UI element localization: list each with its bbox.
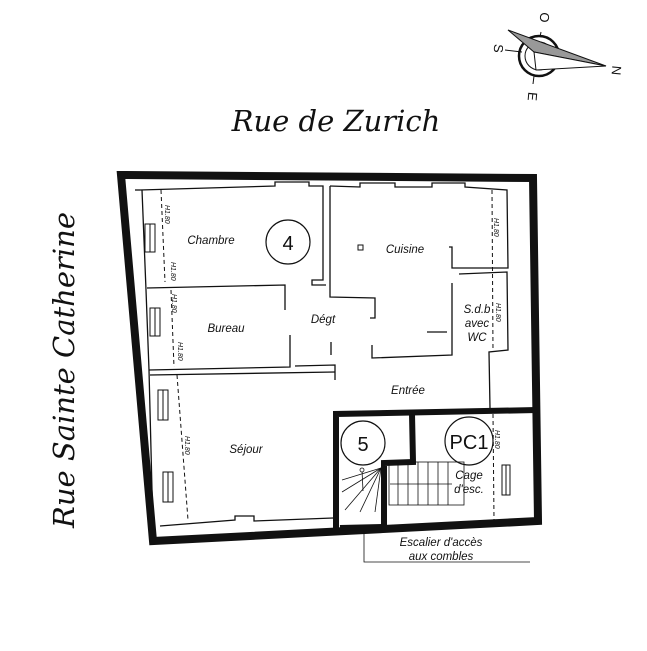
room-label-sdb: S.d.b [464, 304, 491, 316]
compass-east-label: E [525, 91, 541, 101]
duct-marker [357, 244, 364, 251]
stair-walls [333, 407, 538, 531]
height-mark: H1.80 [176, 342, 183, 361]
lot-number-main: 4 [282, 233, 293, 255]
room-label-cage: d'esc. [454, 484, 484, 496]
compass-west-label: O [537, 12, 553, 23]
street-left-label: Rue Sainte Catherine [47, 212, 81, 529]
street-top-label: Rue de Zurich [231, 104, 441, 138]
room-label-sdb: WC [467, 332, 487, 344]
room-label-bureau: Bureau [207, 323, 245, 335]
lot-number-stair: 5 [357, 434, 368, 456]
exterior-wall [116, 170, 543, 546]
room-label-sdb: avec [465, 318, 490, 330]
height-mark: H1.80 [494, 303, 501, 322]
annotation-attic-stair: Escalier d'accès [400, 537, 483, 549]
room-label-chambre: Chambre [187, 235, 234, 247]
height-mark: H1.80 [493, 430, 500, 449]
height-limit-lines [160, 189, 495, 521]
lot-circle [340, 420, 386, 466]
compass-south-label: S [491, 43, 507, 53]
height-mark: H1.80 [183, 436, 190, 455]
room-label-entree: Entrée [391, 385, 425, 397]
room-label-cuisine: Cuisine [386, 244, 424, 256]
room-label-degt: Dégt [311, 314, 336, 326]
compass-rose-icon: O S E N [491, 12, 625, 102]
windows [144, 223, 511, 503]
lot-circle [444, 416, 494, 466]
compass-north-label: N [609, 65, 625, 76]
interior-walls [135, 181, 509, 531]
room-label-sejour: Séjour [229, 444, 263, 456]
height-mark: H1.80 [169, 262, 176, 281]
annotation-attic-stair: aux combles [409, 551, 474, 563]
staircase [341, 461, 530, 563]
lot-circle [265, 219, 311, 265]
height-mark: H1.80 [492, 218, 499, 237]
height-mark: H1.80 [163, 205, 170, 224]
lot-number-common: PC1 [450, 432, 489, 454]
room-label-cage: Cage [455, 470, 483, 482]
height-mark: H1.80 [170, 294, 177, 313]
